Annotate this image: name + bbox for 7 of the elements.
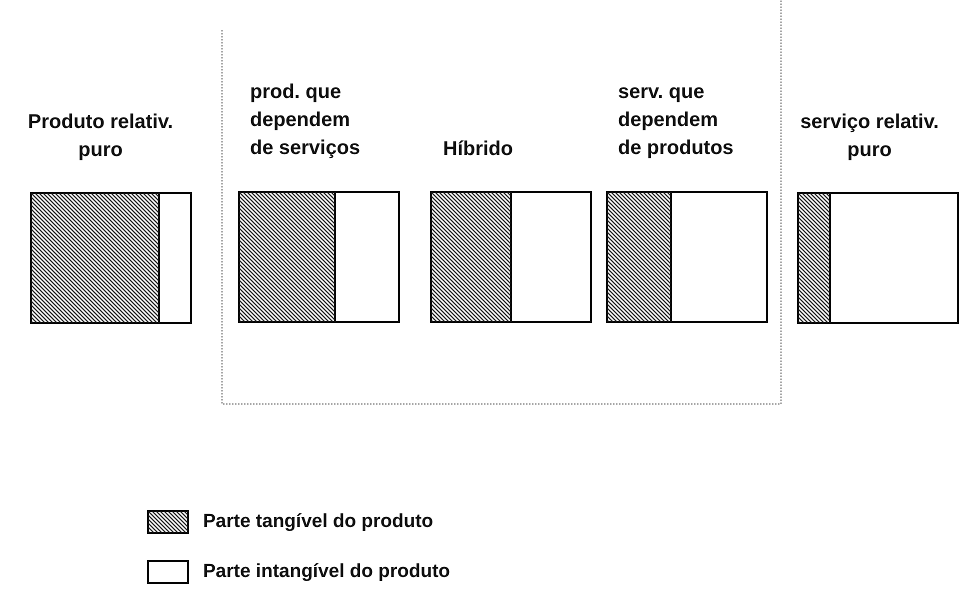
legend-label: Parte intangível do produto <box>203 561 450 583</box>
category-label: Produto relativ. puro <box>26 110 174 163</box>
category-label: Híbrido <box>443 137 514 162</box>
legend-label: Parte tangível do produto <box>203 511 434 533</box>
category-label: serviço relativ. puro <box>799 110 940 163</box>
category-label: serv. que dependem de produtos <box>618 80 735 161</box>
category-label: prod. que dependem de serviços <box>250 80 362 161</box>
